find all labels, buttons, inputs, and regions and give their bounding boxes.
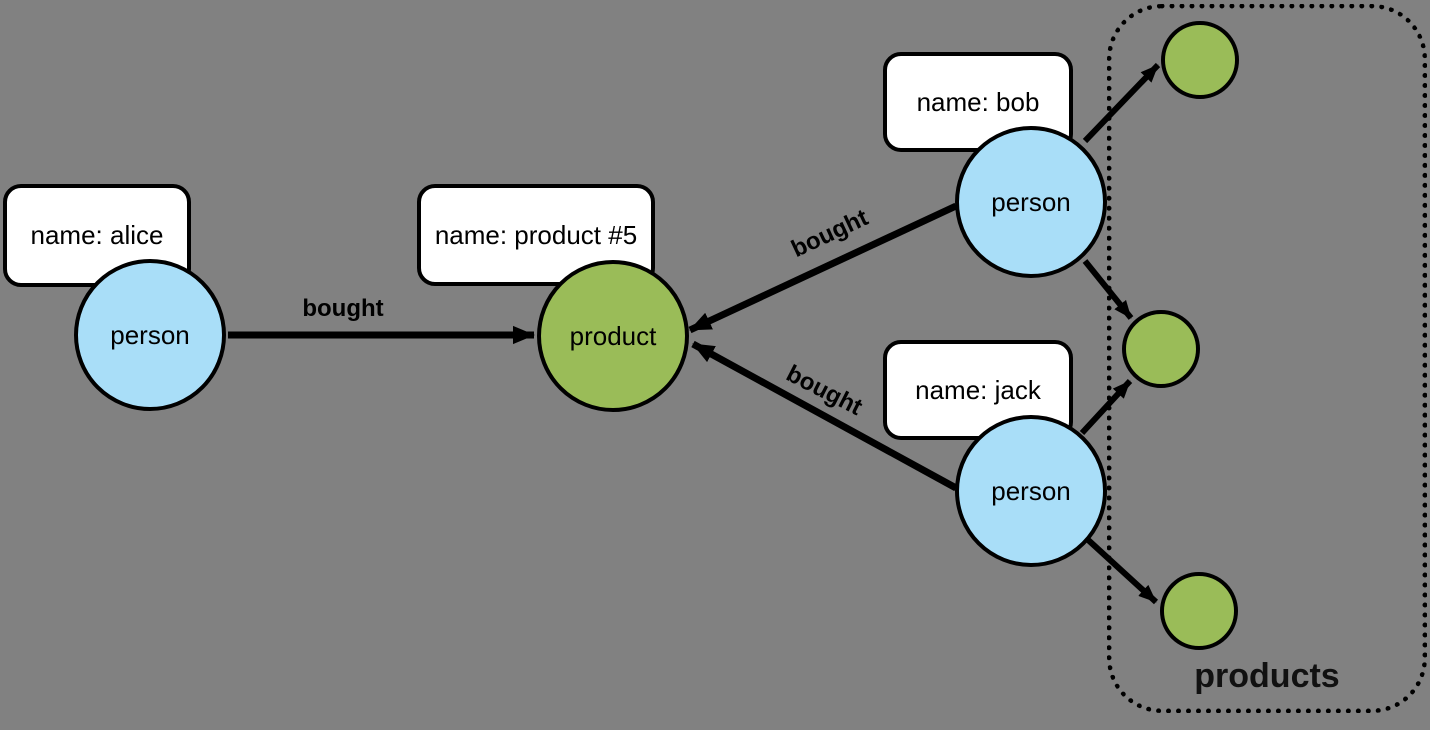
property-box-alice: name: alice <box>3 184 191 287</box>
products-group: products <box>1107 4 1427 713</box>
node-product-middle <box>1122 310 1200 388</box>
node-product-top <box>1161 21 1239 99</box>
edge-bob-bought-product <box>688 202 958 334</box>
edge-jack-to-product-bottom <box>1083 535 1159 605</box>
property-text-jack: name: jack <box>915 374 1041 405</box>
edge-bob-to-product-top <box>1082 62 1161 144</box>
edge-jack-bought-product <box>691 340 958 492</box>
node-label-alice: person <box>110 319 190 350</box>
node-label-jack: person <box>991 475 1071 506</box>
edge-jack-to-product-middle <box>1079 378 1133 436</box>
node-product-5: product <box>537 260 689 412</box>
property-text-bob: name: bob <box>916 86 1040 117</box>
node-label-product5: product <box>569 320 657 351</box>
node-person-jack: person <box>955 415 1107 567</box>
edge-label-alice-bought: bought <box>302 295 384 322</box>
node-product-bottom <box>1160 572 1238 650</box>
node-person-alice: person <box>74 259 226 411</box>
products-group-label: products <box>1194 657 1340 695</box>
property-text-product5: name: product #5 <box>434 219 638 250</box>
node-label-bob: person <box>991 186 1071 217</box>
node-person-bob: person <box>955 126 1107 278</box>
property-text-alice: name: alice <box>30 220 164 250</box>
edge-bob-to-product-middle <box>1082 259 1134 320</box>
